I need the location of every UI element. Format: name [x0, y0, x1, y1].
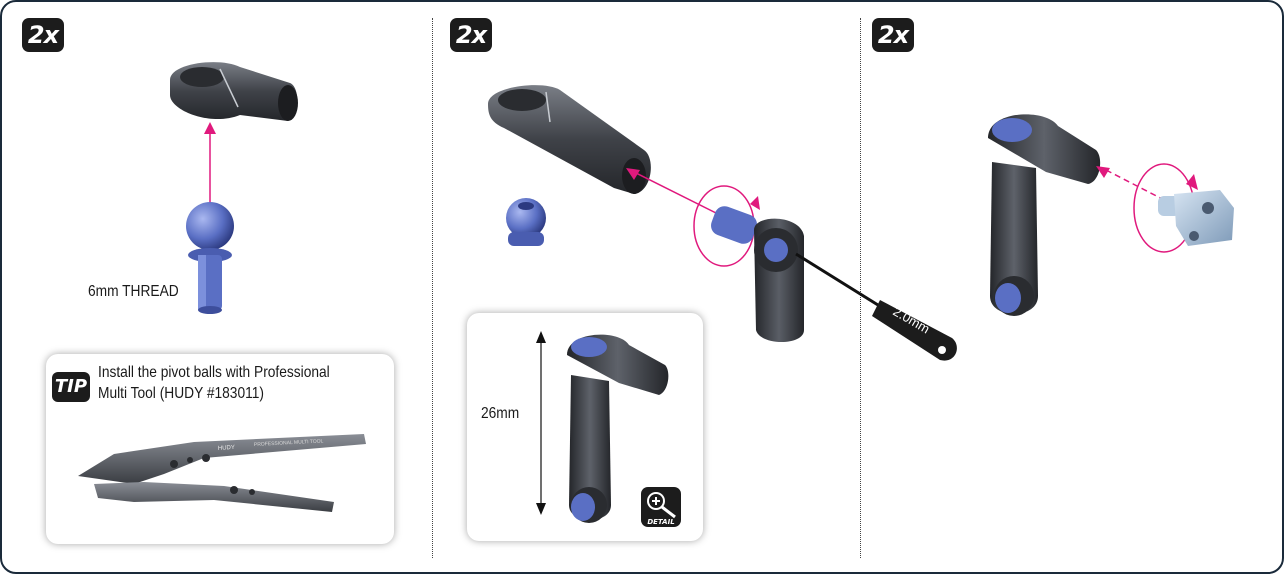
quantity-badge-panel-2: 2x	[450, 18, 492, 52]
ball-joint-block-illustration	[1154, 186, 1238, 250]
pivot-ball-illustration	[180, 200, 240, 320]
detail-badge-label: DETAIL	[647, 518, 674, 526]
tip-badge: TIP	[52, 372, 90, 402]
panel-divider-1	[432, 18, 433, 558]
tip-card: TIP Install the pivot balls with Profess…	[46, 354, 394, 544]
dimension-line	[531, 331, 551, 515]
tip-line-1: Install the pivot balls with Professiona…	[98, 362, 330, 383]
hex-driver-icon: 2.0mm	[790, 250, 960, 370]
steering-link-illustration	[982, 106, 1106, 326]
magnifier-plus-icon: DETAIL	[641, 487, 681, 527]
tip-line-2: Multi Tool (HUDY #183011)	[98, 383, 330, 404]
rod-end-illustration	[160, 55, 310, 135]
tool-brand: HUDY	[218, 445, 235, 452]
quantity-badge-panel-1: 2x	[22, 18, 64, 52]
pivot-ball-small-illustration	[496, 196, 556, 252]
tip-text: Install the pivot balls with Professiona…	[98, 362, 330, 404]
multi-tool-illustration: HUDY PROFESSIONAL MULTI TOOL	[74, 424, 374, 524]
quantity-badge-panel-3: 2x	[872, 18, 914, 52]
detail-card: 26mm DETAIL	[467, 313, 703, 541]
thread-label: 6mm THREAD	[88, 283, 179, 301]
dimension-label: 26mm	[481, 405, 519, 423]
